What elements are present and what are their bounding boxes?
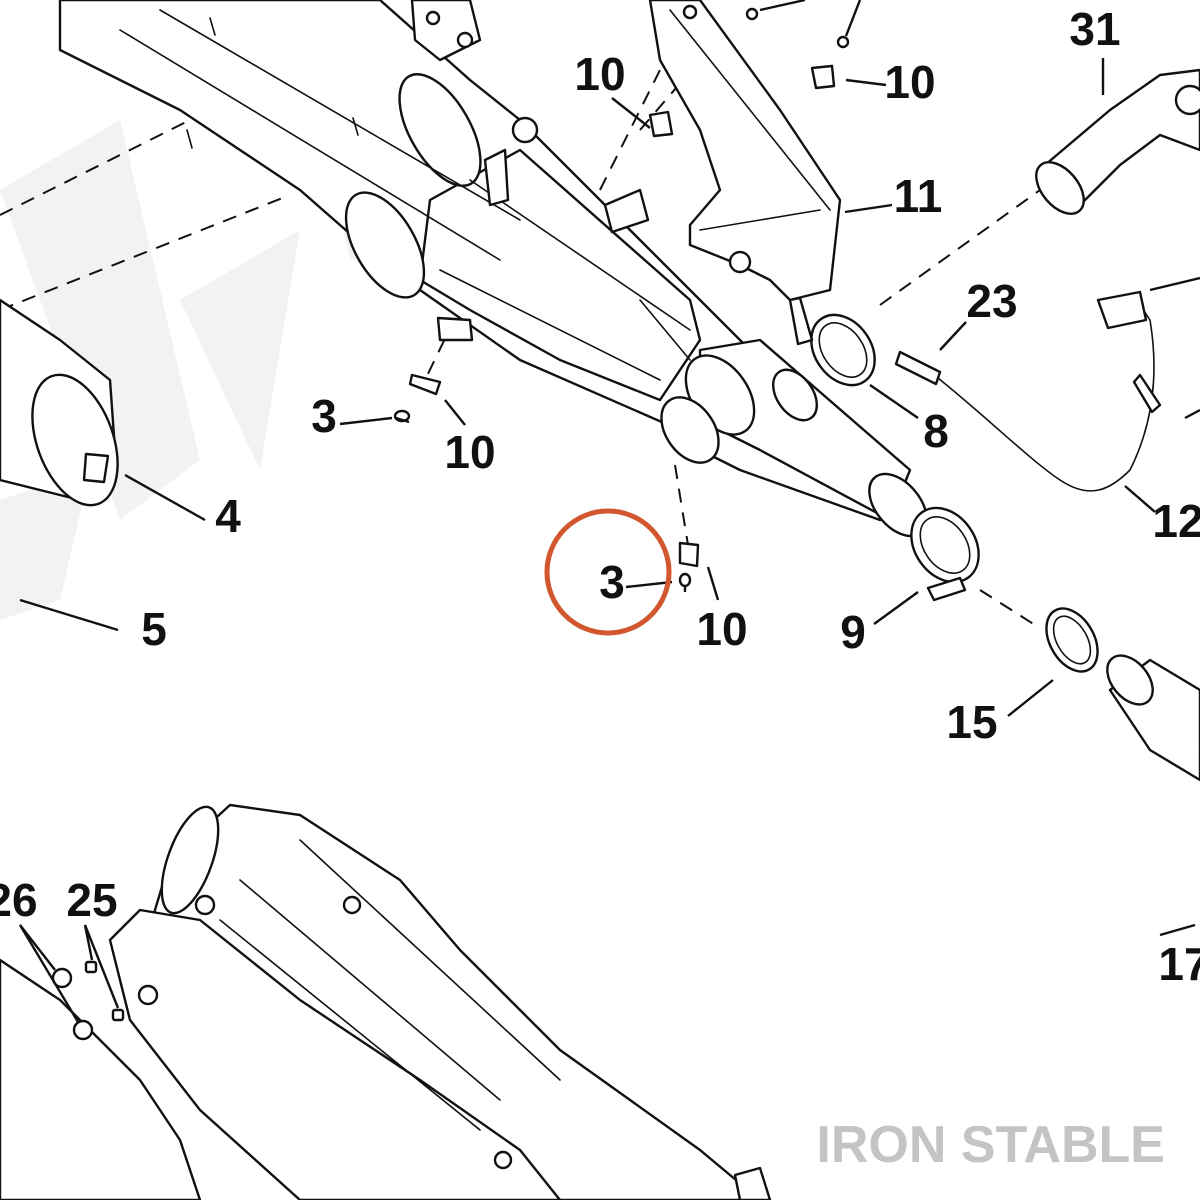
sensor-connector (1096, 290, 1148, 330)
callout-10-d: 10 (696, 603, 747, 655)
washers-and-spacers (51, 960, 125, 1041)
clip-10-b (810, 64, 836, 90)
heat-shield (648, 0, 842, 302)
screws (393, 7, 850, 592)
callout-31: 31 (1069, 3, 1120, 55)
clip-10-a (648, 110, 674, 138)
clip-10-d (678, 541, 700, 568)
callout-9: 9 (840, 606, 866, 658)
callout-15: 15 (946, 696, 997, 748)
callout-12: 12 (1152, 495, 1200, 547)
watermark-logo: IRON STABLE (816, 1116, 1165, 1174)
band-clamps (788, 296, 980, 602)
callout-10-a: 10 (574, 48, 625, 100)
oxygen-sensor-wire (894, 290, 1162, 492)
callout-8: 8 (923, 405, 949, 457)
callout-labels: 31 10 10 11 23 3 10 8 4 12 3 10 9 5 15 2… (0, 3, 1200, 990)
highlight-circle (544, 508, 672, 636)
washer-26-b (72, 1019, 94, 1041)
callout-3-a: 3 (311, 390, 337, 442)
callout-4: 4 (215, 490, 241, 542)
callout-17: 17 (1158, 938, 1200, 990)
main-exhaust-assembly (58, 0, 928, 538)
callout-3-b: 3 (599, 556, 625, 608)
oxygen-sensor (894, 350, 942, 386)
callout-leader-lines (18, 0, 1200, 1023)
left-muffler (0, 298, 119, 507)
elbow-pipe (1035, 68, 1200, 215)
callout-5: 5 (141, 603, 167, 655)
callout-23: 23 (966, 275, 1017, 327)
gasket-ring (1045, 607, 1099, 673)
callout-11: 11 (894, 170, 943, 222)
clamp-9 (910, 506, 980, 584)
callout-25: 25 (66, 874, 117, 926)
clamp-8 (810, 313, 876, 387)
callout-10-c: 10 (444, 426, 495, 478)
spring-clips (408, 64, 836, 568)
spacer-25-a (84, 960, 98, 974)
mounting-bracket (410, 0, 482, 62)
screw-3-b (678, 572, 692, 588)
clip-10-c (408, 373, 442, 396)
callout-10-b: 10 (884, 56, 935, 108)
spacer-25-b (111, 1008, 125, 1022)
lower-muffler-assembly (0, 803, 772, 1200)
callout-26: 26 (0, 874, 38, 926)
header-pipe-right (1106, 654, 1200, 782)
